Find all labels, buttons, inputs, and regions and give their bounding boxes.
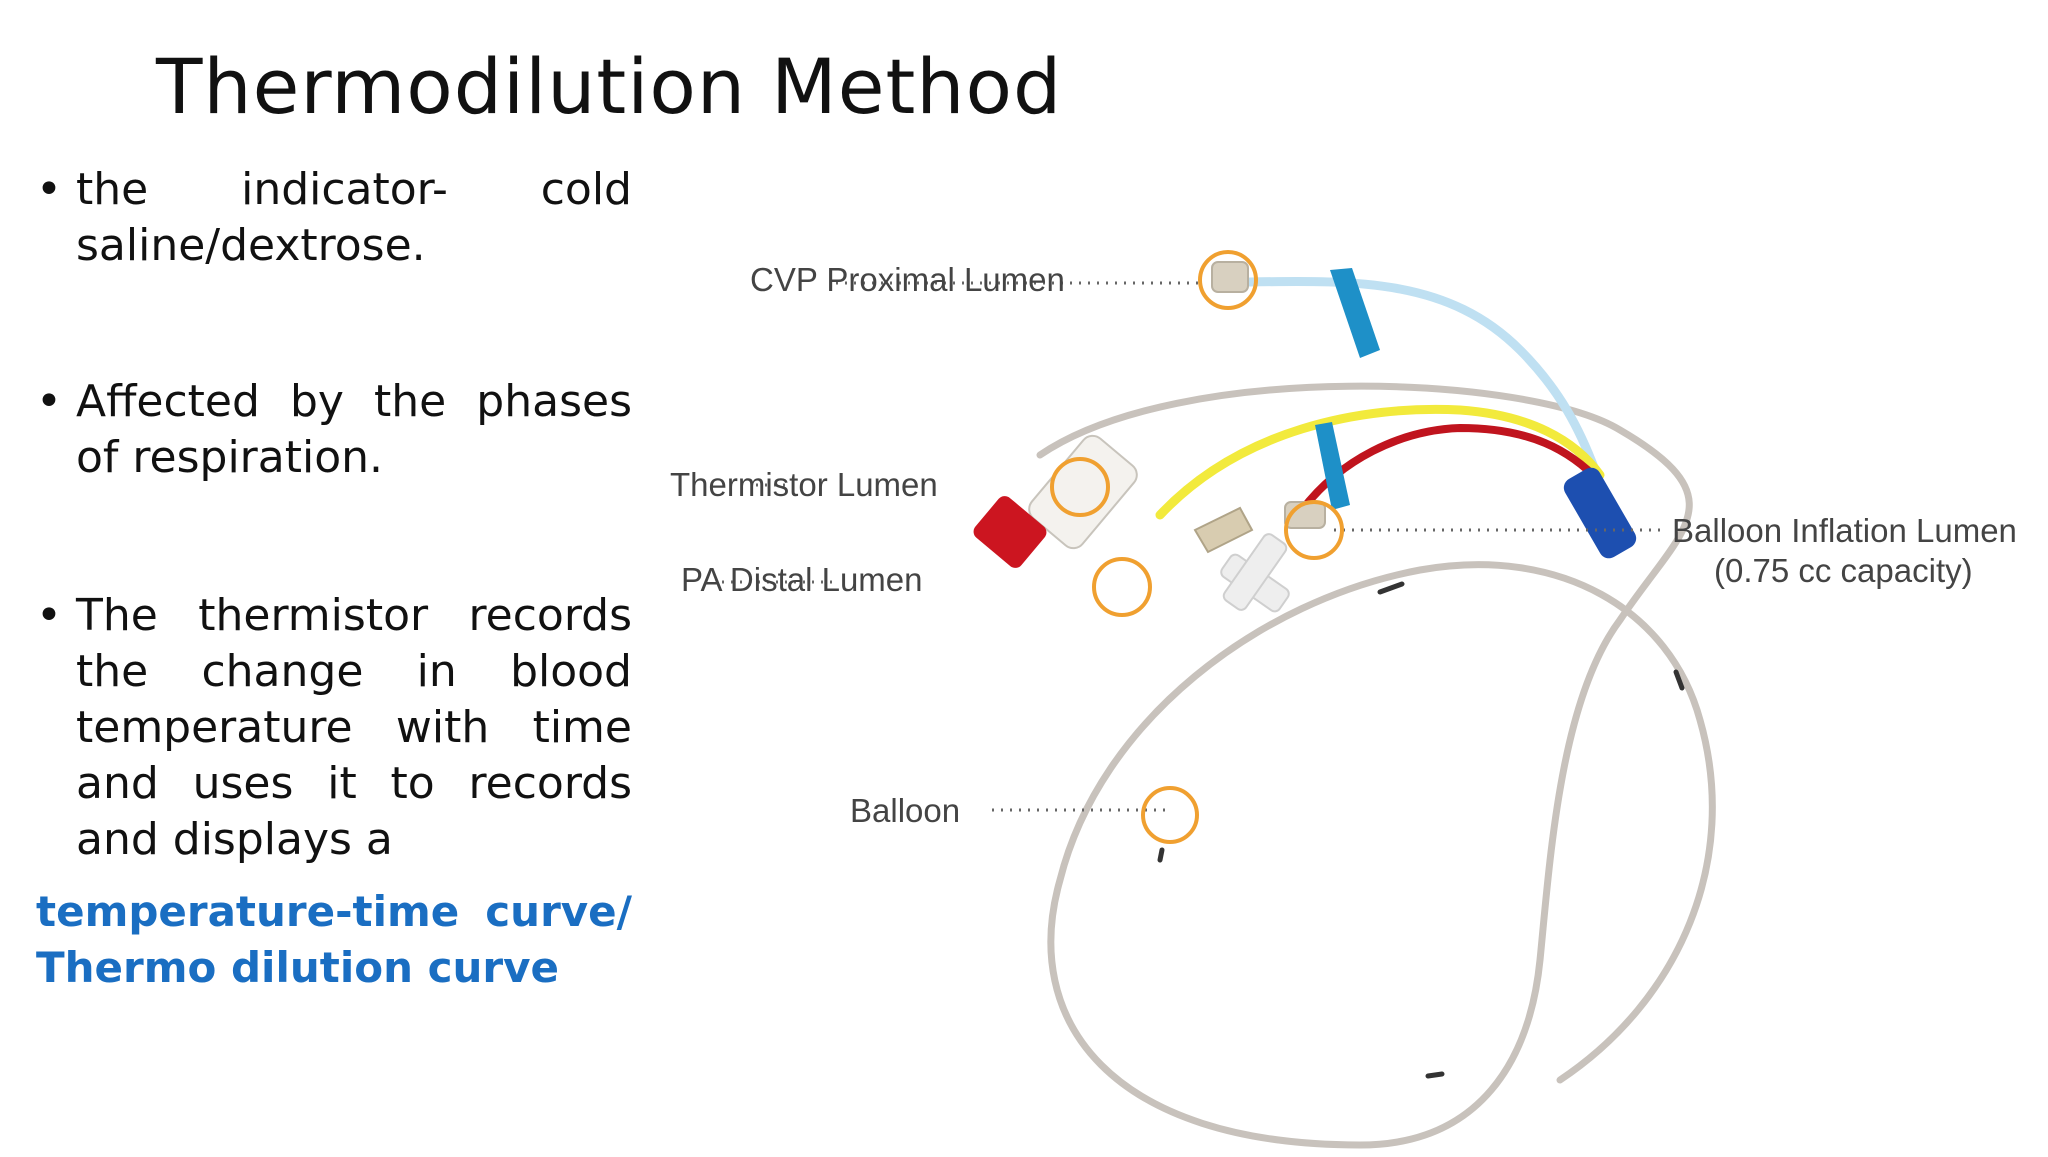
bullet-item: • The thermistor records the change in b… — [36, 588, 632, 868]
label-pa-distal-lumen: PA Distal Lumen — [681, 561, 923, 598]
label-thermistor-lumen: Thermistor Lumen — [670, 466, 938, 503]
label-balloon: Balloon — [850, 792, 961, 829]
thermistor-clamp — [1315, 422, 1350, 510]
bullet-marker: • — [36, 164, 62, 215]
bullet-text: The thermistor records the change in blo… — [76, 590, 632, 865]
highlight-text: temperature-time curve/ Thermo dilution … — [36, 887, 632, 992]
cvp-clamp — [1330, 268, 1380, 358]
catheter-body — [1036, 382, 1716, 1149]
thermistor-cap — [973, 496, 1047, 568]
stopcock — [1220, 533, 1290, 613]
bullet-item: • the indicator- cold saline/dextrose. — [36, 162, 632, 274]
bullet-list: • the indicator- cold saline/dextrose. •… — [36, 162, 632, 868]
label-balloon-inflation-lumen: Balloon Inflation Lumen — [1672, 512, 2017, 549]
thermistor-line — [1155, 404, 1605, 520]
catheter-diagram: CVP Proximal Lumen Thermistor Lumen PA D… — [660, 200, 2048, 1152]
cvp-connector — [1211, 261, 1249, 293]
bullet-item: • Affected by the phases of respiration. — [36, 374, 632, 486]
bullet-marker: • — [36, 376, 62, 427]
slide-title: Thermodilution Method — [156, 42, 1063, 131]
catheter-hub — [1563, 467, 1637, 559]
bullet-marker: • — [36, 590, 62, 641]
callout-rings — [1050, 250, 1344, 844]
bullet-text: Affected by the phases of respiration. — [76, 376, 632, 483]
pa-distal-connector — [1193, 506, 1254, 554]
label-balloon-capacity: (0.75 cc capacity) — [1714, 552, 1973, 589]
leader-lines — [722, 281, 1660, 812]
label-cvp-proximal-lumen: CVP Proximal Lumen — [750, 261, 1065, 298]
catheter-markings — [1157, 581, 1685, 1079]
bullet-text: the indicator- cold saline/dextrose. — [76, 164, 632, 271]
catheter-illustration — [722, 250, 1716, 1149]
